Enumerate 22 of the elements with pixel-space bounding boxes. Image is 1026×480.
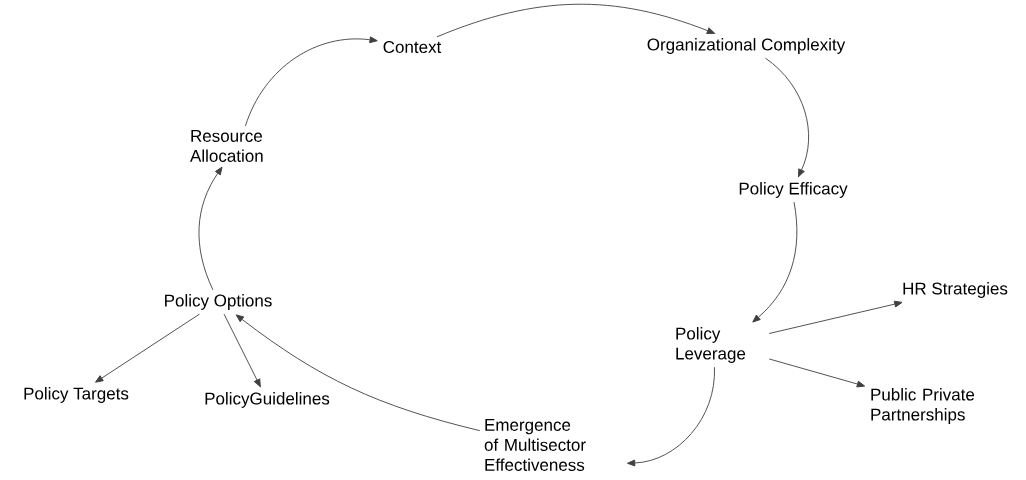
node-label: Resource Allocation (190, 130, 263, 162)
arrow (768, 358, 866, 388)
arrow (436, 3, 716, 38)
node-label: Policy Targets (24, 387, 129, 403)
arrow (198, 166, 223, 291)
node-label: Policy Leverage (676, 327, 746, 363)
arrow (235, 314, 481, 432)
arrow (223, 313, 261, 388)
node-label: Organizational Complexity (647, 38, 846, 54)
node-label: Policy Options (165, 294, 272, 310)
arrow (752, 201, 798, 323)
node-label: Context (383, 41, 442, 53)
node-label: PolicyGuidelines (205, 392, 330, 408)
node-label: HR Strategies (903, 282, 1008, 298)
arrow (245, 36, 378, 127)
arrow (768, 300, 903, 334)
arrow (627, 366, 715, 467)
node-label: Policy Efficacy (739, 182, 848, 198)
arrow (765, 57, 809, 178)
node-label: Public Private Partnerships (871, 388, 975, 424)
arrow (95, 313, 200, 383)
node-label: Emergence of Multisector Effectiveness (484, 419, 586, 471)
